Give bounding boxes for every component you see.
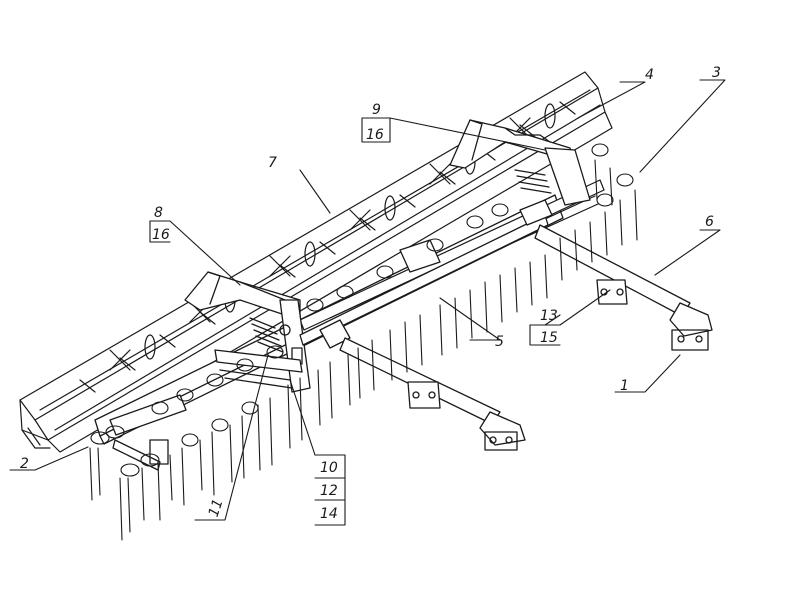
callout-10: 10 [320,460,338,476]
callout-13: 13 [540,308,558,324]
callout-6: 6 [705,214,714,230]
callout-8-sub: 16 [152,227,170,243]
callouts: 1 2 3 4 5 6 7 8 16 9 16 10 12 14 11 13 1… [20,65,721,522]
tine-rows [90,143,634,477]
callout-11: 11 [206,497,227,519]
callout-7: 7 [268,155,277,171]
callout-3: 3 [712,65,721,81]
callout-1: 1 [620,378,629,394]
tines [89,159,638,541]
right-drawbar [534,224,713,351]
left-bracket [184,271,311,393]
right-bracket [449,119,591,206]
callout-9-sub: 16 [366,127,384,143]
left-drawbar [339,337,526,451]
callout-12: 12 [320,483,338,499]
callout-5: 5 [495,334,504,350]
leader-lines [9,79,726,526]
roller-frame [19,71,613,453]
callout-2: 2 [20,456,29,472]
front-frame [299,199,553,349]
callout-9: 9 [372,102,381,118]
callout-8: 8 [154,205,163,221]
callout-4: 4 [645,67,654,83]
callout-14: 14 [320,506,338,522]
callout-15: 15 [540,330,558,346]
